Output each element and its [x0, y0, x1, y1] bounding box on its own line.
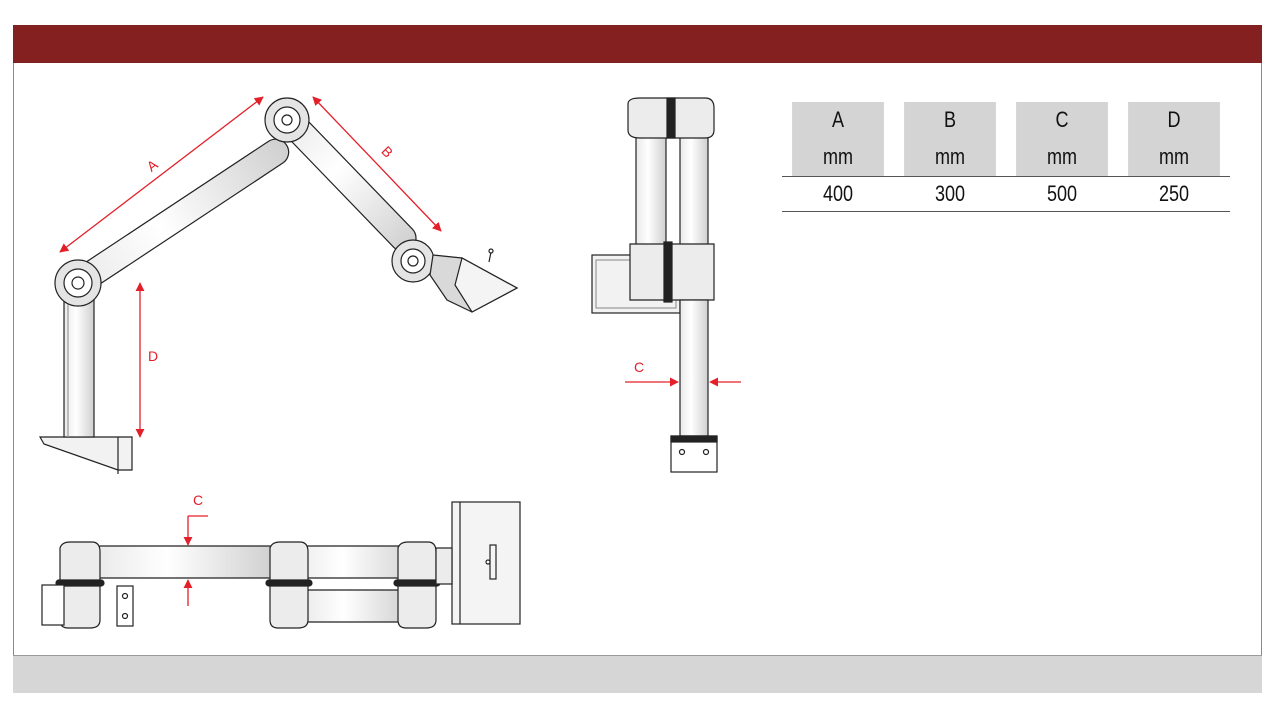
label-c-front: C	[634, 359, 644, 375]
unit-b: mm	[904, 138, 996, 177]
dimension-units-row: mm mm mm mm	[782, 138, 1230, 177]
label-c-top: C	[193, 492, 203, 508]
header-b: B	[904, 102, 996, 138]
dimension-values-row: 400 300 500 250	[782, 176, 1230, 212]
label-b: B	[378, 143, 396, 161]
value-b: 300	[904, 176, 996, 212]
column-tube	[63, 299, 95, 438]
top-view	[41, 501, 521, 629]
header-bar	[13, 25, 1262, 63]
front-view	[591, 97, 718, 473]
value-d: 250	[1128, 176, 1220, 212]
header-c: C	[1016, 102, 1108, 138]
side-view	[38, 97, 519, 474]
value-c: 500	[1016, 176, 1108, 212]
front-column	[679, 299, 709, 437]
top-tube-lower	[299, 589, 411, 623]
top-left-bracket	[41, 584, 65, 626]
dimension-header-row: A B C D	[782, 102, 1230, 138]
label-a: A	[144, 156, 162, 175]
dimension-arrow-b	[312, 96, 442, 232]
label-d: D	[148, 348, 158, 364]
header-d: D	[1128, 102, 1220, 138]
footer-bar	[13, 655, 1262, 693]
dimension-arrow-a	[59, 96, 264, 253]
dimension-table: A B C D mm mm mm mm 400 300 500 250	[782, 102, 1230, 212]
top-tube-upper	[94, 545, 276, 579]
wall-bracket	[38, 436, 133, 471]
unit-a: mm	[792, 138, 884, 177]
header-a: A	[792, 102, 884, 138]
unit-d: mm	[1128, 138, 1220, 177]
value-a: 400	[792, 176, 884, 212]
unit-c: mm	[1016, 138, 1108, 177]
